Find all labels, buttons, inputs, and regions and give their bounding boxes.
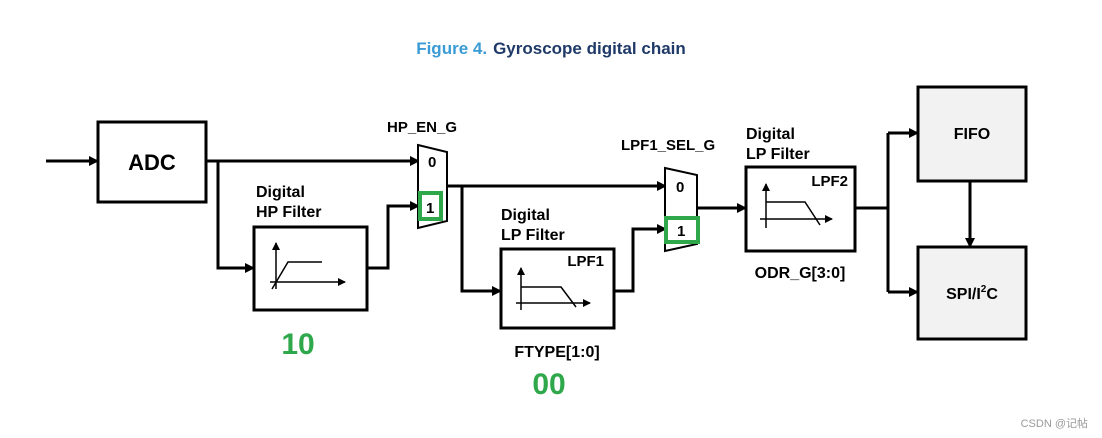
fifo-label: FIFO (954, 126, 990, 143)
lpf2-name: LPF2 (811, 173, 848, 190)
hp-filter-to-mux1-wire (367, 201, 420, 270)
mux-to-lpf1-wire (460, 186, 502, 296)
hp-en-value: 10 (281, 328, 314, 361)
lpf2-block: Digital LP Filter LPF2 ODR_G[3:0] (744, 126, 857, 282)
hp-filter-label-line1: Digital (256, 184, 305, 201)
hp-en-mux: HP_EN_G 0 1 (387, 119, 457, 230)
figure-number: Figure 4. (416, 39, 487, 58)
hp-en-mux-label: HP_EN_G (387, 119, 457, 136)
lpf2-label-line2: LP Filter (746, 146, 810, 163)
odr-label: ODR_G[3:0] (755, 265, 846, 282)
hp-en-input1: 1 (426, 200, 434, 217)
adc-to-hp-filter-wire (216, 161, 255, 273)
lpf1-sel-mux-label: LPF1_SEL_G (621, 137, 715, 154)
lpf1-to-lpf1sel1-wire (614, 224, 667, 293)
hp-filter-block: Digital HP Filter (252, 184, 369, 312)
hp-filter-label-line2: HP Filter (256, 204, 322, 221)
lpf1-sel-input1-highlight (664, 216, 700, 244)
adc-block: ADC (96, 120, 208, 204)
ftype-label: FTYPE[1:0] (514, 344, 599, 361)
lpf1-block: Digital LP Filter LPF1 FTYPE[1:0] (499, 207, 616, 361)
lpf2-label-line1: Digital (746, 126, 795, 143)
lpf1-label-line1: Digital (501, 207, 550, 224)
spi-i2c-block: SPI/I2C (916, 245, 1028, 341)
watermark: CSDN @记帖 (1021, 417, 1088, 430)
lpf1-sel-mux: LPF1_SEL_G 0 1 (621, 137, 715, 253)
signal-wires (46, 128, 975, 297)
lpf1-response-icon (516, 267, 591, 310)
hp-en-input1-highlight (418, 191, 443, 221)
lpf2-response-icon (760, 183, 833, 228)
figure-title-text: Gyroscope digital chain (493, 39, 686, 58)
ftype-value: 00 (532, 368, 565, 401)
lpf1-name: LPF1 (567, 253, 604, 270)
figure-title: Figure 4. Gyroscope digital chain (416, 39, 686, 58)
hp-response-icon (270, 242, 346, 290)
lpf1-sel-input0: 0 (676, 179, 684, 196)
adc-label: ADC (128, 150, 176, 175)
hp-en-input0: 0 (428, 154, 436, 171)
spi-i2c-label: SPI/I2C (946, 284, 998, 303)
fifo-block: FIFO (916, 85, 1028, 183)
lpf1-sel-input1: 1 (677, 223, 685, 240)
lpf1-label-line2: LP Filter (501, 227, 565, 244)
